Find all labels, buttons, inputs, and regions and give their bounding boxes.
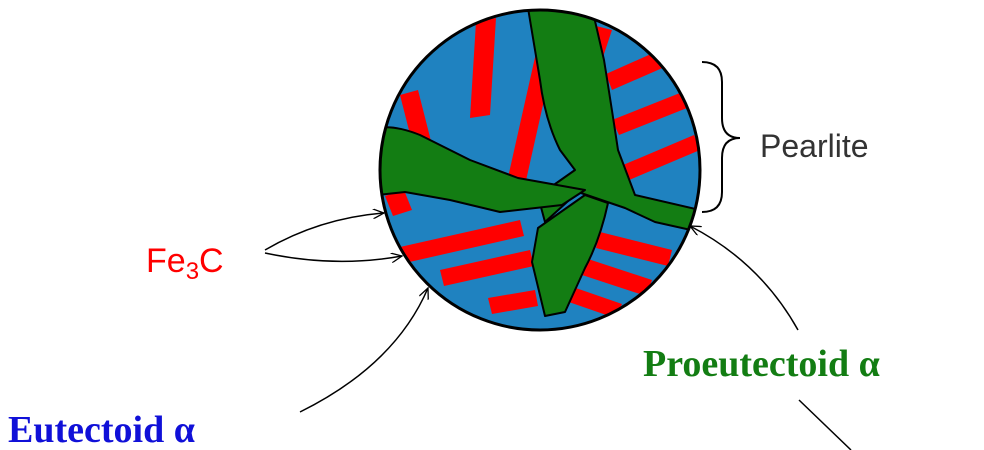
proeutectoid-alpha-arrow — [690, 226, 798, 330]
eutectoid-alpha-arrow — [300, 288, 428, 412]
proeutectoid-alpha-label: Proeutectoid α — [643, 343, 880, 385]
pearlite-grain — [378, 8, 700, 330]
leader-line — [799, 400, 851, 450]
fe3c-label: Fe3C — [146, 242, 224, 285]
pearlite-label: Pearlite — [760, 128, 869, 164]
pearlite-brace — [702, 62, 740, 212]
fe3c-label-base: Fe — [146, 242, 186, 280]
fe3c-arrow-upper — [265, 213, 384, 250]
fe3c-arrow-lower — [265, 253, 402, 261]
eutectoid-alpha-label: Eutectoid α — [8, 409, 195, 450]
fe3c-label-tail: C — [199, 242, 224, 280]
fe3c-label-subscript: 3 — [186, 258, 199, 285]
